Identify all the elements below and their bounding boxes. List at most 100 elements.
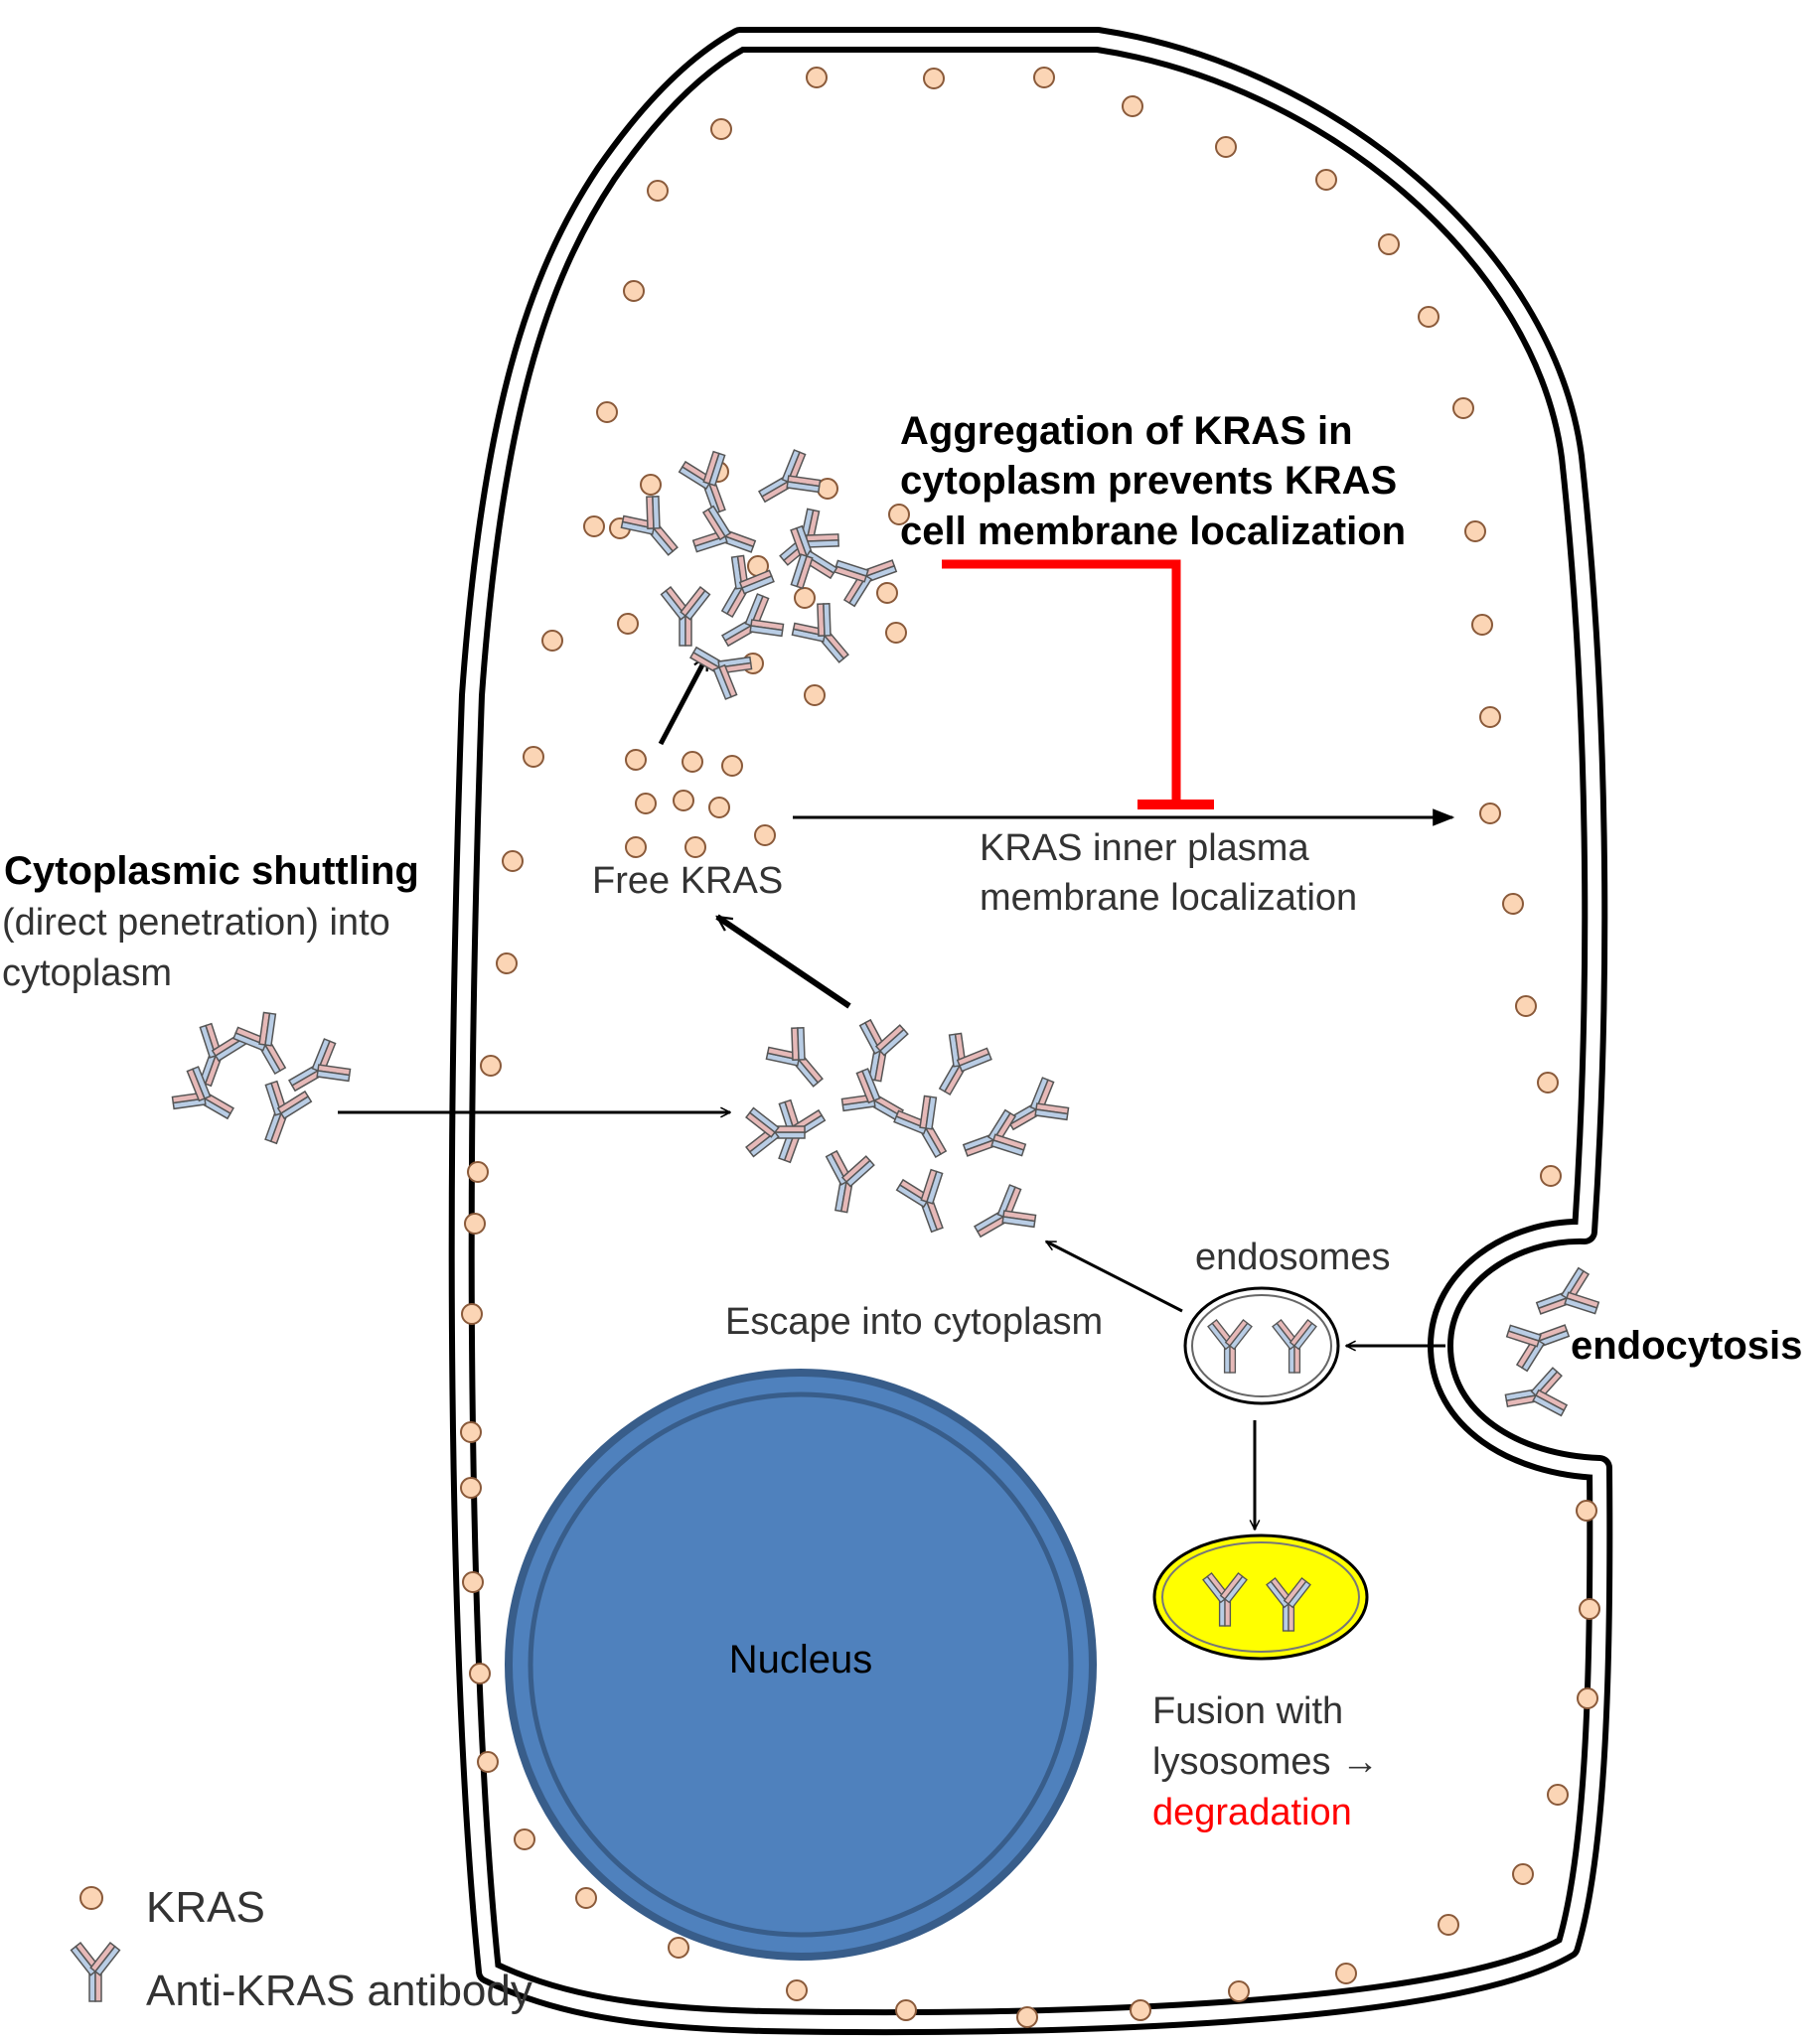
membrane-kras-dot — [1515, 995, 1537, 1017]
free-kras-label: Free KRAS — [592, 860, 783, 902]
free-kras-dot — [754, 824, 776, 846]
cytoplasmic-antibody — [938, 1032, 992, 1096]
membrane-kras-dot — [710, 118, 732, 140]
membrane-kras-dot — [460, 1477, 482, 1499]
membrane-kras-dot — [523, 746, 544, 768]
membrane-kras-dot — [596, 401, 618, 423]
membrane-kras-dot — [1122, 95, 1143, 117]
arrow-escape — [1046, 1240, 1183, 1313]
legend-antibody-glyph — [70, 1942, 121, 2002]
membrane-kras-dot — [464, 1213, 486, 1235]
aggregate-antibody — [720, 593, 785, 648]
endocytosed-antibody — [1505, 1324, 1571, 1373]
free-kras-dot — [708, 797, 730, 818]
cytoplasmic-shuttling-detail-2: cytoplasm — [2, 952, 172, 994]
membrane-kras-dot — [1576, 1500, 1597, 1522]
endosome-antibody — [1272, 1319, 1317, 1374]
aggregate-kras-dot — [876, 582, 898, 604]
legend-kras-symbol — [79, 1886, 103, 1910]
membrane-localization-line-2: membrane localization — [980, 877, 1357, 919]
membrane-kras-dot — [1479, 706, 1501, 728]
free-kras-dot — [635, 793, 657, 814]
membrane-kras-dot — [460, 1421, 482, 1443]
lysosome-fusion-line-1: Fusion with — [1152, 1690, 1343, 1732]
membrane-kras-dot — [514, 1828, 535, 1850]
membrane-kras-dot — [1479, 803, 1501, 824]
aggregate-antibody — [688, 646, 753, 700]
aggregation-label-line-2: cytoplasm prevents KRAS — [900, 459, 1397, 503]
membrane-kras-dot — [583, 515, 605, 537]
lysosome — [1152, 1533, 1369, 1661]
membrane-kras-dot — [469, 1663, 491, 1684]
free-kras-dot — [682, 751, 703, 773]
membrane-kras-dot — [1579, 1598, 1600, 1620]
membrane-kras-dot — [1016, 2006, 1038, 2028]
membrane-kras-dot — [541, 630, 563, 652]
cytoplasmic-antibody — [1005, 1077, 1070, 1131]
legend-antibody-label: Anti-KRAS antibody — [146, 1967, 532, 2015]
cytoplasmic-antibody — [895, 1168, 944, 1234]
membrane-kras-dot — [1378, 233, 1400, 255]
nucleus: Nucleus — [505, 1369, 1097, 1961]
endosome-antibody — [1207, 1319, 1253, 1374]
arrow-to-free-kras — [717, 914, 851, 1009]
membrane-kras-dot — [1418, 306, 1440, 328]
aggregate-antibody — [757, 449, 822, 504]
membrane-kras-dot — [1471, 614, 1493, 636]
membrane-kras-dot — [477, 1751, 499, 1773]
aggregate-antibody — [720, 554, 775, 619]
extracellular-antibody — [287, 1038, 352, 1093]
aggregate-antibody — [833, 559, 898, 608]
arrows — [338, 656, 1455, 1530]
aggregate-kras-dot — [885, 622, 907, 644]
free-kras-dot — [684, 836, 706, 858]
cytoplasmic-antibody — [825, 1149, 875, 1214]
cytoplasmic-antibody — [973, 1184, 1037, 1239]
membrane-kras-dot — [1540, 1165, 1562, 1187]
membrane-kras-dot — [1215, 136, 1237, 158]
aggregation-label-line-3: cell membrane localization — [900, 510, 1406, 553]
membrane-kras-dot — [575, 1887, 597, 1909]
membrane-kras-dot — [467, 1161, 489, 1183]
legend-antibody-symbol — [70, 1942, 121, 2002]
antibody-group — [171, 449, 1600, 1632]
membrane-kras-dot — [1512, 1863, 1534, 1885]
membrane-kras-dot — [1464, 520, 1486, 542]
aggregate-antibody — [620, 496, 679, 556]
free-kras-dot — [625, 749, 647, 771]
aggregate-kras-dot — [640, 474, 662, 496]
membrane-kras-dot — [623, 280, 645, 302]
aggregation-label-line-1: Aggregation of KRAS in — [900, 409, 1353, 453]
membrane-kras-dot — [923, 68, 945, 89]
cell-membrane — [448, 27, 1613, 2036]
cytoplasmic-antibody — [962, 1108, 1027, 1157]
inhibition-symbol — [942, 559, 1214, 809]
membrane-kras-dot — [1547, 1784, 1569, 1806]
membrane-kras-dot — [668, 1937, 689, 1959]
aggregate-kras-dot — [617, 613, 639, 635]
free-kras-dot — [673, 790, 694, 811]
lysosome-antibody — [1266, 1577, 1311, 1632]
membrane-localization-line-1: KRAS inner plasma — [980, 827, 1309, 869]
escape-label: Escape into cytoplasm — [725, 1301, 1103, 1343]
endosome — [1183, 1286, 1340, 1405]
aggregate-kras-dot — [888, 504, 910, 525]
cytoplasmic-antibody — [745, 1106, 806, 1158]
legend: KRAS Anti-KRAS antibody — [70, 1883, 532, 2015]
membrane-kras-dot — [1130, 1999, 1151, 2021]
cytoplasmic-antibody — [858, 1018, 909, 1083]
membrane-kras-dot — [1577, 1687, 1598, 1709]
membrane-kras-dot — [502, 850, 524, 872]
membrane-kras-dot — [786, 1979, 808, 2001]
aggregate-antibody — [678, 450, 726, 515]
membrane-kras-dot — [1537, 1072, 1559, 1094]
membrane-kras-dot — [806, 67, 828, 88]
cytoplasmic-antibody — [893, 1095, 948, 1159]
extracellular-antibody — [171, 1066, 235, 1120]
aggregate-antibody — [691, 505, 757, 553]
aggregate-antibody — [791, 603, 849, 663]
membrane-kras-dot — [1033, 67, 1055, 88]
cytoplasmic-antibody — [840, 1068, 905, 1122]
membrane-kras-dot — [1228, 1980, 1250, 2002]
